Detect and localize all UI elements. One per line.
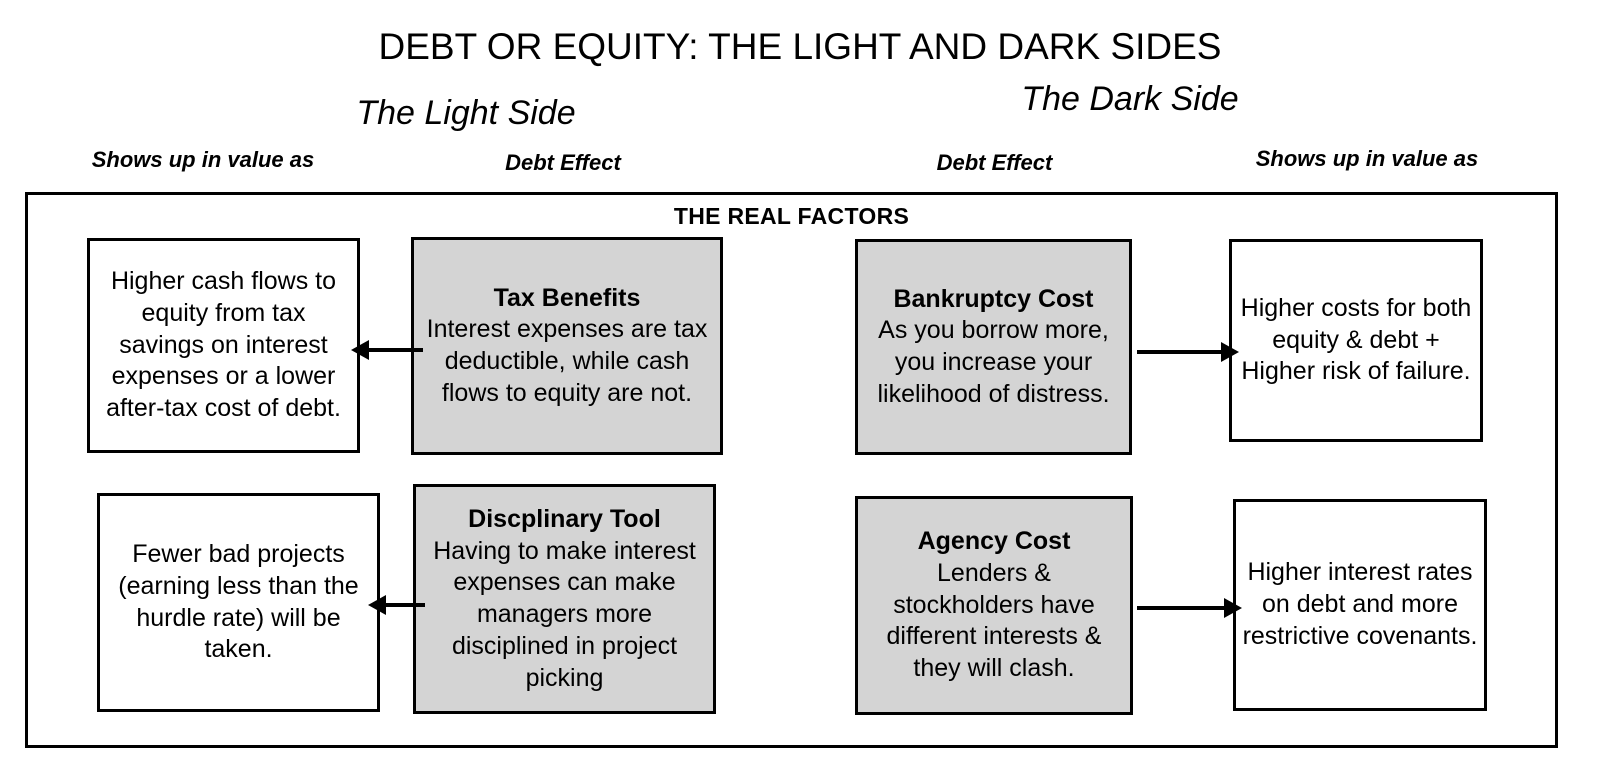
box-disciplinary-tool-body: Having to make interest expenses can mak… (433, 536, 696, 692)
arrowhead-icon (351, 340, 369, 360)
box-disciplinary-tool: Discplinary Tool Having to make interest… (413, 484, 716, 714)
box-bankruptcy-cost: Bankruptcy Cost As you borrow more, you … (855, 239, 1132, 455)
column-label-dark-outcome: Shows up in value as (1255, 146, 1479, 171)
frame-heading: THE REAL FACTORS (673, 203, 910, 229)
arrowhead-icon (1221, 342, 1239, 362)
arrow-left-icon-tax (351, 340, 423, 360)
arrow-left-icon-disciplinary (368, 595, 425, 615)
box-agency-outcome-body: Higher interest rates on debt and more r… (1242, 558, 1478, 650)
box-tax-benefits-body: Interest expenses are tax deductible, wh… (426, 315, 708, 407)
box-agency-cost-heading: Agency Cost (917, 527, 1071, 556)
box-bankruptcy-outcome-body: Higher costs for both equity & debt + Hi… (1240, 293, 1472, 386)
box-bankruptcy-outcome: Higher costs for both equity & debt + Hi… (1229, 239, 1483, 442)
box-tax-outcome-body: Higher cash flows to equity from tax sav… (106, 267, 341, 423)
column-label-light-effect: Debt Effect (505, 150, 621, 175)
arrow-right-icon-bankruptcy (1137, 342, 1239, 362)
box-agency-outcome: Higher interest rates on debt and more r… (1233, 499, 1487, 711)
dark-side-title: The Dark Side (1021, 80, 1239, 118)
arrowhead-icon (368, 595, 386, 615)
box-bankruptcy-cost-heading: Bankruptcy Cost (893, 284, 1094, 313)
box-bankruptcy-cost-body: As you borrow more, you increase your li… (877, 316, 1110, 408)
box-tax-benefits-heading: Tax Benefits (493, 283, 641, 312)
column-label-light-outcome: Shows up in value as (91, 147, 315, 172)
box-disciplinary-outcome: Fewer bad projects (earning less than th… (97, 493, 380, 712)
box-tax-outcome: Higher cash flows to equity from tax sav… (87, 238, 360, 453)
box-disciplinary-tool-heading: Discplinary Tool (468, 504, 661, 533)
column-label-dark-effect: Debt Effect (936, 150, 1053, 175)
light-side-title: The Light Side (356, 94, 576, 132)
box-agency-cost-body: Lenders & stockholders have different in… (886, 558, 1102, 683)
arrow-right-icon-agency (1137, 598, 1242, 618)
box-tax-benefits: Tax Benefits Interest expenses are tax d… (411, 237, 723, 455)
box-disciplinary-outcome-body: Fewer bad projects (earning less than th… (118, 540, 359, 664)
arrowhead-icon (1224, 598, 1242, 618)
box-agency-cost: Agency Cost Lenders & stockholders have … (855, 496, 1133, 715)
page-title: DEBT OR EQUITY: THE LIGHT AND DARK SIDES (378, 26, 1222, 67)
